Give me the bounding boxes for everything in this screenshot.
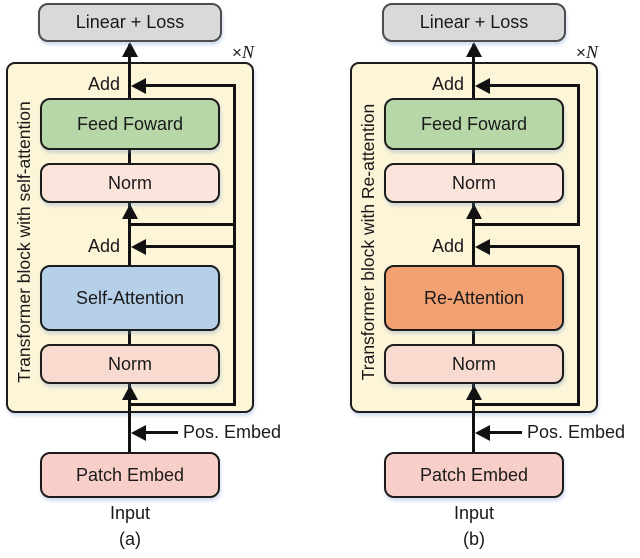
left-arrowhead-icon [475,78,490,94]
n-symbol: N [241,42,254,62]
patch-embed-box: Patch Embed [40,452,220,498]
linear-loss-box: Linear + Loss [38,3,222,42]
left-arrowhead-icon [131,425,146,441]
norm-lower-box: Norm [384,344,564,384]
diagram-b: Linear + Loss ×N Transformer block with … [344,0,640,558]
skip-rail-upper [233,84,236,226]
skip-rail-lower [233,245,236,406]
skip-connection-upper-line [480,84,579,87]
left-arrowhead-icon [131,239,146,255]
skip-tap-upper-line [474,223,579,226]
times-symbol: × [576,43,586,62]
up-arrowhead-icon [122,42,138,57]
self-attention-label: Self-Attention [75,287,185,308]
input-label: Input [453,503,495,523]
norm-upper-box: Norm [384,163,564,203]
left-arrowhead-icon [475,239,490,255]
transformer-block-label: Transformer block with Re-attention [358,103,378,381]
norm-upper-label: Norm [452,172,496,193]
caption-a: (a) [119,529,141,549]
patch-embed-box: Patch Embed [384,452,564,498]
linear-loss-box: Linear + Loss [382,3,566,42]
norm-upper-box: Norm [40,163,220,203]
feed-forward-box: Feed Foward [384,98,564,150]
self-attention-box: Self-Attention [40,265,220,331]
pos-embed-line [136,431,178,434]
skip-tap-upper-line [130,223,235,226]
re-attention-box: Re-Attention [384,265,564,331]
linear-loss-label: Linear + Loss [419,12,529,32]
skip-rail-upper [577,84,580,226]
skip-connection-lower-line [136,245,235,248]
repeat-n-label: ×N [200,40,254,65]
pos-embed-label: Pos. Embed [183,422,282,442]
skip-rail-mid [233,226,236,245]
feed-forward-label: Feed Foward [420,113,528,134]
patch-embed-label: Patch Embed [75,464,185,485]
main-flow-line [472,44,475,452]
linear-loss-label: Linear + Loss [75,12,185,32]
add-lower-label: Add [87,236,120,256]
norm-lower-label: Norm [452,353,496,374]
n-symbol: N [585,42,598,62]
norm-lower-box: Norm [40,344,220,384]
up-arrowhead-icon [466,385,482,400]
left-arrowhead-icon [131,78,146,94]
repeat-n-label: ×N [544,40,598,65]
skip-connection-lower-line [480,245,579,248]
up-arrowhead-icon [466,204,482,219]
up-arrowhead-icon [122,204,138,219]
skip-tap-lower-line [130,403,235,406]
up-arrowhead-icon [122,385,138,400]
norm-upper-label: Norm [108,172,152,193]
times-symbol: × [232,43,242,62]
add-upper-label: Add [431,74,464,94]
transformer-block-label: Transformer block with self-attention [14,101,34,383]
up-arrowhead-icon [466,42,482,57]
skip-tap-lower-line [474,403,579,406]
diagram-a: Linear + Loss ×N Transformer block with … [0,0,300,558]
caption-b: (b) [463,529,485,549]
add-upper-label: Add [87,74,120,94]
skip-connection-upper-line [136,84,235,87]
norm-lower-label: Norm [108,353,152,374]
pos-embed-line [480,431,522,434]
main-flow-line [128,44,131,452]
patch-embed-label: Patch Embed [419,464,529,485]
input-label: Input [109,503,151,523]
left-arrowhead-icon [475,425,490,441]
add-lower-label: Add [431,236,464,256]
re-attention-label: Re-Attention [423,287,525,308]
skip-rail-lower [577,245,580,406]
feed-forward-box: Feed Foward [40,98,220,150]
pos-embed-label: Pos. Embed [527,422,626,442]
feed-forward-label: Feed Foward [76,113,184,134]
